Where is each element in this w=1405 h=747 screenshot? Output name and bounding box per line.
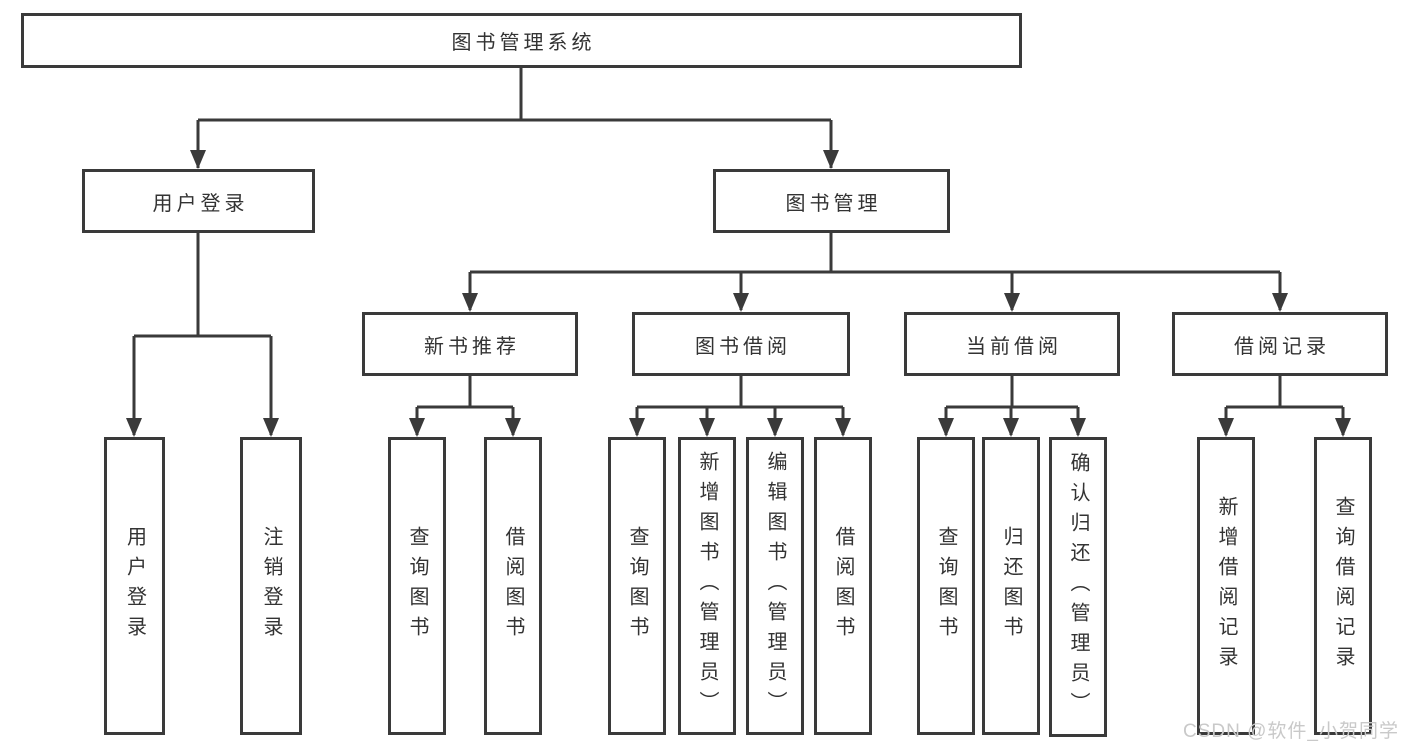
leaf-query-borrow-record-label: 查询借阅记录 — [1332, 496, 1354, 676]
arrowhead-icon — [733, 293, 749, 312]
arrowhead-icon — [629, 418, 645, 437]
leaf-add-books-admin-label: 新增图书（管理员） — [696, 451, 718, 721]
connector-root-branch — [196, 68, 833, 168]
node-borrow-record: 借阅记录 — [1172, 312, 1388, 376]
connector-user-login-branch — [132, 233, 273, 435]
leaf-query-books-current-label: 查询图书 — [935, 526, 957, 646]
node-user-login: 用户登录 — [82, 169, 315, 233]
leaf-edit-books-admin-label: 编辑图书（管理员） — [764, 451, 786, 721]
node-current-borrow: 当前借阅 — [904, 312, 1120, 376]
arrowhead-icon — [823, 150, 839, 169]
node-new-book-recommend: 新书推荐 — [362, 312, 578, 376]
leaf-query-borrow-record: 查询借阅记录 — [1314, 437, 1372, 735]
leaf-user-login: 用户登录 — [104, 437, 165, 735]
arrowhead-icon — [190, 150, 206, 169]
node-book-borrow-label: 图书借阅 — [695, 335, 791, 358]
leaf-borrow-books: 借阅图书 — [814, 437, 872, 735]
node-borrow-record-label: 借阅记录 — [1234, 335, 1330, 358]
arrowhead-icon — [1003, 418, 1019, 437]
arrowhead-icon — [767, 418, 783, 437]
arrowhead-icon — [263, 418, 279, 437]
leaf-return-books-label: 归还图书 — [1000, 526, 1022, 646]
leaf-query-books-current: 查询图书 — [917, 437, 975, 735]
arrowhead-icon — [1004, 293, 1020, 312]
arrowhead-icon — [505, 418, 521, 437]
leaf-edit-books-admin: 编辑图书（管理员） — [746, 437, 804, 735]
node-book-management: 图书管理 — [713, 169, 950, 233]
node-new-book-recommend-label: 新书推荐 — [424, 335, 520, 358]
arrowhead-icon — [1218, 418, 1234, 437]
arrowhead-icon — [409, 418, 425, 437]
leaf-user-login-label: 用户登录 — [123, 526, 146, 646]
leaf-borrow-books-recommend: 借阅图书 — [484, 437, 542, 735]
leaf-borrow-books-label: 借阅图书 — [832, 526, 854, 646]
node-current-borrow-label: 当前借阅 — [966, 335, 1062, 358]
leaf-query-books-recommend: 查询图书 — [388, 437, 446, 735]
connector-book-mgmt-branch — [468, 233, 1282, 310]
leaf-borrow-books-recommend-label: 借阅图书 — [502, 526, 524, 646]
connector-borrow-record-branch — [1224, 376, 1345, 435]
leaf-query-books-borrow-label: 查询图书 — [626, 526, 648, 646]
leaf-query-books-recommend-label: 查询图书 — [406, 526, 428, 646]
leaf-add-borrow-record-label: 新增借阅记录 — [1215, 496, 1237, 676]
leaf-add-books-admin: 新增图书（管理员） — [678, 437, 736, 735]
arrowhead-icon — [835, 418, 851, 437]
leaf-return-books: 归还图书 — [982, 437, 1040, 735]
node-book-borrow: 图书借阅 — [632, 312, 850, 376]
leaf-confirm-return-admin: 确认归还（管理员） — [1049, 437, 1107, 737]
arrowhead-icon — [462, 293, 478, 312]
node-root-label: 图书管理系统 — [451, 32, 596, 54]
arrowhead-icon — [938, 418, 954, 437]
leaf-confirm-return-admin-label: 确认归还（管理员） — [1067, 452, 1089, 722]
leaf-logout-label: 注销登录 — [260, 526, 282, 646]
connector-book-borrow-branch — [635, 376, 845, 435]
leaf-logout: 注销登录 — [240, 437, 302, 735]
node-root: 图书管理系统 — [21, 13, 1022, 68]
arrowhead-icon — [1272, 293, 1288, 312]
leaf-query-books-borrow: 查询图书 — [608, 437, 666, 735]
leaf-add-borrow-record: 新增借阅记录 — [1197, 437, 1255, 735]
arrowhead-icon — [126, 418, 142, 437]
node-book-management-label: 图书管理 — [785, 192, 882, 215]
arrowhead-icon — [1335, 418, 1351, 437]
arrowhead-icon — [699, 418, 715, 437]
node-user-login-label: 用户登录 — [152, 192, 249, 215]
arrowhead-icon — [1070, 418, 1086, 437]
connector-new-book-branch — [415, 376, 515, 435]
